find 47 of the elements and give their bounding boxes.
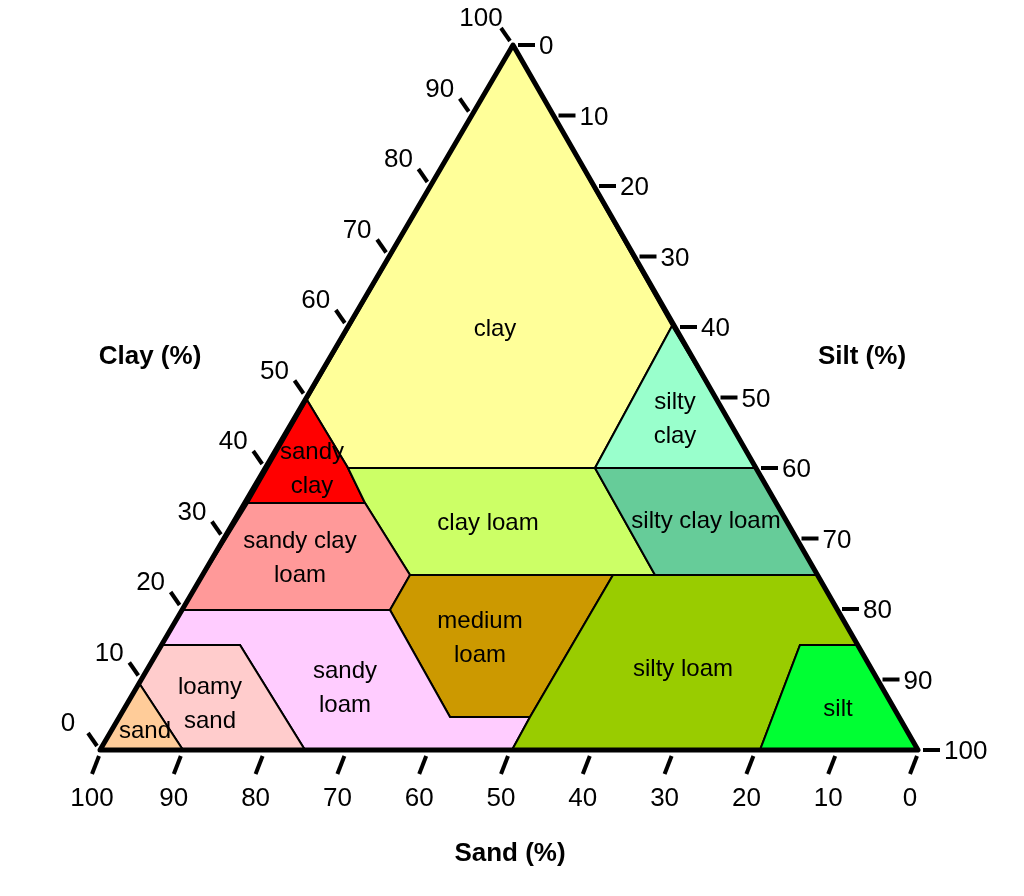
tick-label: 30 — [650, 781, 680, 813]
tick-label: 50 — [260, 354, 289, 385]
tick-label: 0 — [539, 29, 554, 61]
region-label: sandy clay loam — [242, 525, 358, 589]
tick-label: 10 — [813, 781, 843, 813]
tick-label: 10 — [94, 636, 124, 667]
tick-label: 70 — [322, 781, 352, 813]
region-label: sand — [118, 715, 171, 745]
region-label: clay loam — [437, 507, 539, 537]
tick-label: 60 — [404, 781, 434, 813]
axis-title: Sand (%) — [454, 836, 566, 868]
tick-label: 40 — [568, 781, 598, 813]
region-label: silty clay — [652, 386, 698, 450]
axis-title: Silt (%) — [817, 339, 907, 371]
region-label: silt — [823, 693, 853, 723]
tick-label: 10 — [579, 100, 609, 131]
tick-label: 20 — [136, 565, 166, 597]
tick-label: 90 — [425, 72, 455, 103]
tick-label: 60 — [782, 452, 811, 484]
tick-label: 50 — [486, 781, 516, 813]
tick-label: 100 — [459, 1, 503, 33]
tick-label: 20 — [731, 781, 761, 813]
tick-label: 60 — [301, 283, 331, 315]
region-label: clay — [473, 313, 517, 343]
tick-label: 30 — [660, 241, 690, 272]
tick-label: 70 — [342, 213, 372, 244]
tick-label: 80 — [863, 593, 892, 625]
tick-label: 100 — [944, 734, 988, 766]
region-label: medium loam — [436, 605, 524, 669]
tick-label: 70 — [822, 523, 852, 554]
tick-label: 0 — [60, 706, 76, 738]
tick-label: 20 — [620, 170, 649, 202]
tick-label: 90 — [159, 781, 189, 813]
tick-label: 80 — [241, 781, 271, 813]
tick-label: 90 — [903, 664, 933, 695]
tick-label: 40 — [218, 424, 248, 456]
region-label: silty loam — [633, 653, 733, 683]
region-label: sandy loam — [311, 655, 378, 719]
tick-label: 40 — [701, 311, 730, 343]
axis-title: Clay (%) — [98, 339, 202, 371]
tick-label: 0 — [902, 781, 918, 813]
region-label: silty clay loam — [631, 505, 781, 535]
region-label: loamy sand — [177, 671, 243, 735]
tick-label: 30 — [177, 495, 207, 526]
tick-label: 80 — [383, 142, 413, 174]
tick-label: 50 — [741, 382, 771, 413]
tick-label: 100 — [70, 781, 114, 813]
